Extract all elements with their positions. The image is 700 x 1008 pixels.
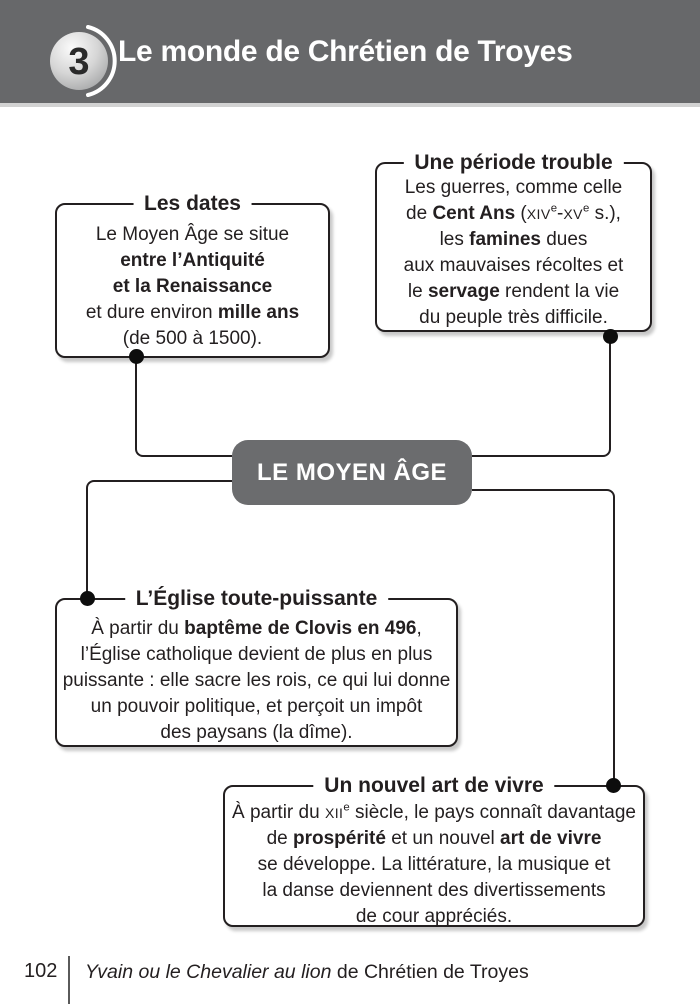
box-periode-trouble: Une période trouble Les guerres, comme c… — [375, 149, 652, 332]
chapter-header-band: 3 Le monde de Chrétien de Troyes — [0, 0, 700, 103]
central-node-moyen-age: LE MOYEN ÂGE — [232, 440, 472, 505]
connector-node-to-art — [472, 489, 615, 785]
svg-text:3: 3 — [68, 41, 89, 83]
header-band-shadow — [0, 103, 700, 107]
connector-node-to-eglise — [86, 480, 232, 598]
box-eglise-title: L’Église toute-puissante — [124, 585, 389, 613]
box-nouvel-art-de-vivre: Un nouvel art de vivre À partir du xiie … — [223, 772, 645, 927]
footer-book-title: Yvain ou le Chevalier au lion de Chrétie… — [85, 961, 529, 984]
footer-work-title: Yvain ou le Chevalier au lion — [85, 961, 332, 983]
chapter-number-badge: 3 — [44, 22, 128, 102]
box-periode-trouble-title: Une période trouble — [403, 149, 624, 177]
chapter-badge-icon: 3 — [50, 25, 117, 97]
page-footer: 102 Yvain ou le Chevalier au lion de Chr… — [0, 950, 700, 1008]
box-eglise-toute-puissante: L’Église toute-puissante À partir du bap… — [55, 585, 458, 747]
box-eglise-text: À partir du baptême de Clovis en 496,l’É… — [62, 618, 451, 743]
connector-dot-trouble — [603, 329, 618, 344]
connector-dot-dates — [129, 349, 144, 364]
page-number: 102 — [24, 960, 58, 982]
connector-dates-to-node — [135, 356, 232, 457]
footer-author: de Chrétien de Troyes — [331, 961, 529, 983]
footer-divider — [68, 956, 70, 1004]
box-art-title: Un nouvel art de vivre — [313, 772, 555, 800]
connector-dot-eglise — [80, 591, 95, 606]
connector-trouble-to-node — [472, 336, 611, 457]
page-title: Le monde de Chrétien de Troyes — [118, 34, 573, 68]
box-art-text: À partir du xiie siècle, le pays connaît… — [232, 801, 636, 927]
connector-dot-art — [606, 778, 621, 793]
box-les-dates-title: Les dates — [133, 190, 252, 218]
